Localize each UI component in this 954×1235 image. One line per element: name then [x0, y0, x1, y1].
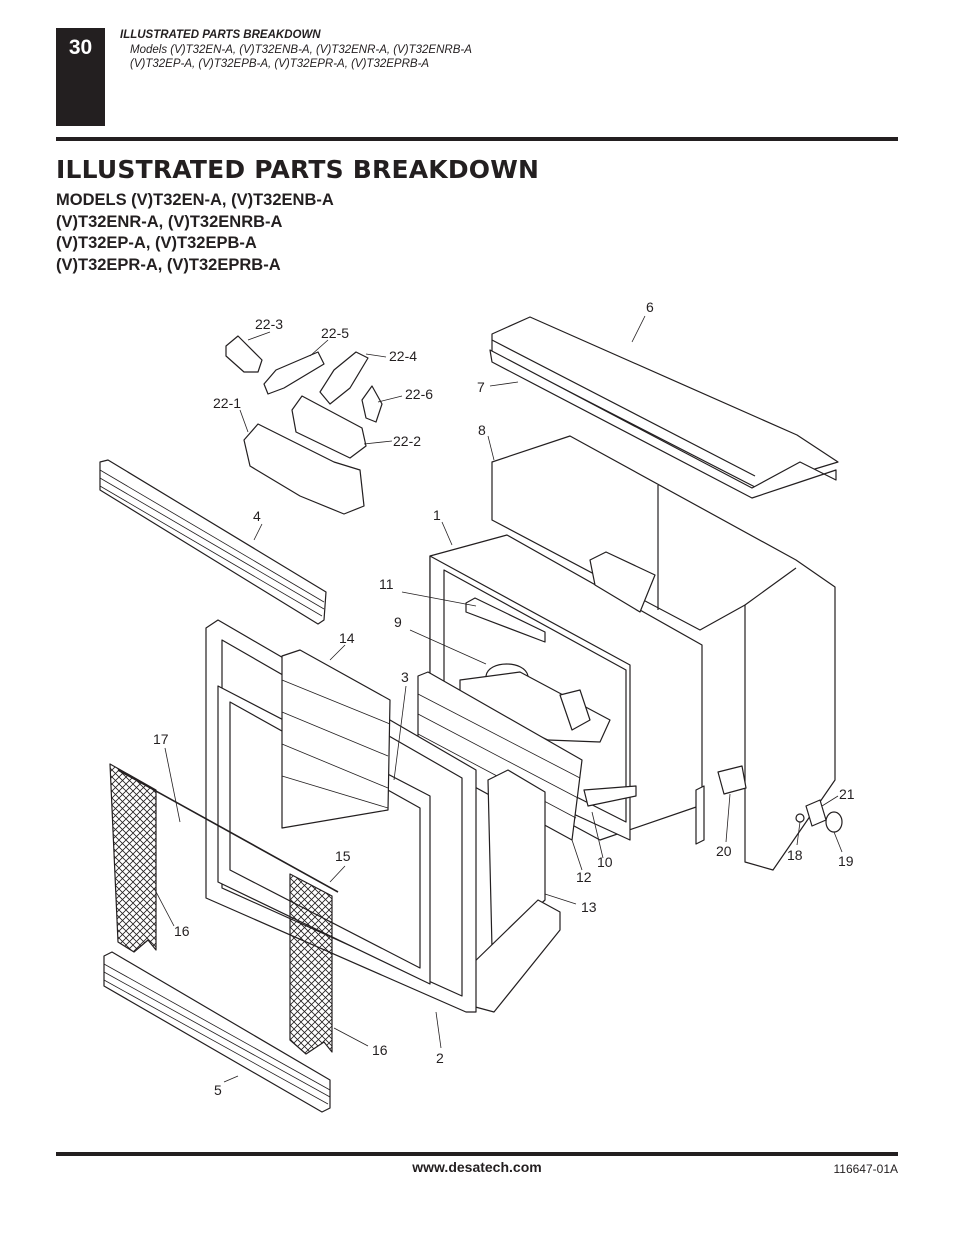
callout-22-5: 22-5	[321, 325, 349, 341]
log-22-1	[243, 423, 365, 515]
top-rule	[56, 137, 898, 141]
model-line-4: (V)T32EPR-A, (V)T32EPRB-A	[56, 255, 281, 274]
log-22-3	[225, 335, 263, 373]
junction-box-20	[717, 765, 747, 795]
callout-22-1: 22-1	[213, 395, 241, 411]
louver-5	[103, 951, 331, 1113]
screen-panel-16-left	[109, 763, 157, 953]
top-panel-6-edge	[491, 339, 756, 477]
running-head-models-line-2: (V)T32EP-A, (V)T32EPB-A, (V)T32EPR-A, (V…	[130, 58, 430, 70]
callout-22-2: 22-2	[393, 433, 421, 449]
callout-12: 12	[576, 869, 592, 885]
callout-20: 20	[716, 843, 732, 859]
callout-3: 3	[401, 669, 409, 685]
callout-4: 4	[253, 508, 261, 524]
callout-22-6: 22-6	[405, 386, 433, 402]
brick-panel-14-courses	[281, 679, 391, 809]
page-number: 30	[68, 36, 93, 59]
bottom-rule	[56, 1152, 898, 1156]
callout-5: 5	[214, 1082, 222, 1098]
callout-7: 7	[477, 379, 485, 395]
model-line-2: (V)T32ENR-A, (V)T32ENRB-A	[56, 212, 283, 231]
log-22-6	[361, 385, 383, 423]
cap-19	[825, 811, 843, 833]
callout-14: 14	[339, 630, 355, 646]
callout-15: 15	[335, 848, 351, 864]
callout-19: 19	[838, 853, 854, 869]
footer-url[interactable]: www.desatech.com	[412, 1159, 542, 1175]
running-head: ILLUSTRATED PARTS BREAKDOWN Models (V)T3…	[120, 28, 472, 72]
callout-1: 1	[433, 507, 441, 523]
callout-18: 18	[787, 847, 803, 863]
callout-22-3: 22-3	[255, 316, 283, 332]
section-title: ILLUSTRATED PARTS BREAKDOWN	[56, 155, 540, 184]
callout-9: 9	[394, 614, 402, 630]
brick-panel-14	[281, 649, 391, 829]
model-line-3: (V)T32EP-A, (V)T32EPB-A	[56, 234, 257, 252]
page-number-tab: 30	[56, 28, 105, 126]
callout-6: 6	[646, 299, 654, 315]
callout-22-4: 22-4	[389, 348, 417, 364]
ember-bed-10	[583, 785, 637, 807]
callout-11: 11	[379, 576, 394, 592]
footer-doc-code: 116647-01A	[833, 1162, 899, 1176]
baffle-11	[465, 597, 546, 643]
model-line-1: MODELS (V)T32EN-A, (V)T32ENB-A	[56, 191, 334, 209]
running-head-models-line-1: Models (V)T32EN-A, (V)T32ENB-A, (V)T32EN…	[130, 43, 472, 56]
leader-lines	[153, 315, 843, 1083]
callout-8: 8	[478, 422, 486, 438]
outer-casing-corner	[744, 567, 797, 606]
log-22-5	[263, 351, 325, 395]
exploded-parts-diagram: 22-3 22-5 22-4 22-6 22-1 22-2 6 7 8 4 1 …	[0, 290, 954, 1130]
callout-16-right: 16	[372, 1042, 388, 1058]
bracket	[695, 785, 705, 845]
screen-panel-16-right	[289, 873, 333, 1055]
model-list: MODELS (V)T32EN-A, (V)T32ENB-A (V)T32ENR…	[56, 190, 334, 276]
knob-18	[795, 813, 805, 823]
flue-collar	[589, 551, 656, 613]
callout-21: 21	[839, 786, 855, 802]
callout-17: 17	[153, 731, 169, 747]
louver-4	[99, 459, 327, 625]
callout-13: 13	[581, 899, 597, 915]
side-refractory-3	[487, 769, 546, 949]
log-22-2	[291, 395, 367, 459]
running-head-title: ILLUSTRATED PARTS BREAKDOWN	[120, 29, 321, 41]
callout-2: 2	[436, 1050, 444, 1066]
log-22-4	[319, 351, 369, 405]
louver-4-slats	[99, 469, 325, 617]
insulation-panel-7	[489, 349, 837, 499]
callout-16-left: 16	[174, 923, 190, 939]
louver-5-slats	[103, 963, 331, 1105]
callout-10: 10	[597, 854, 613, 870]
burner-valve	[559, 689, 591, 731]
